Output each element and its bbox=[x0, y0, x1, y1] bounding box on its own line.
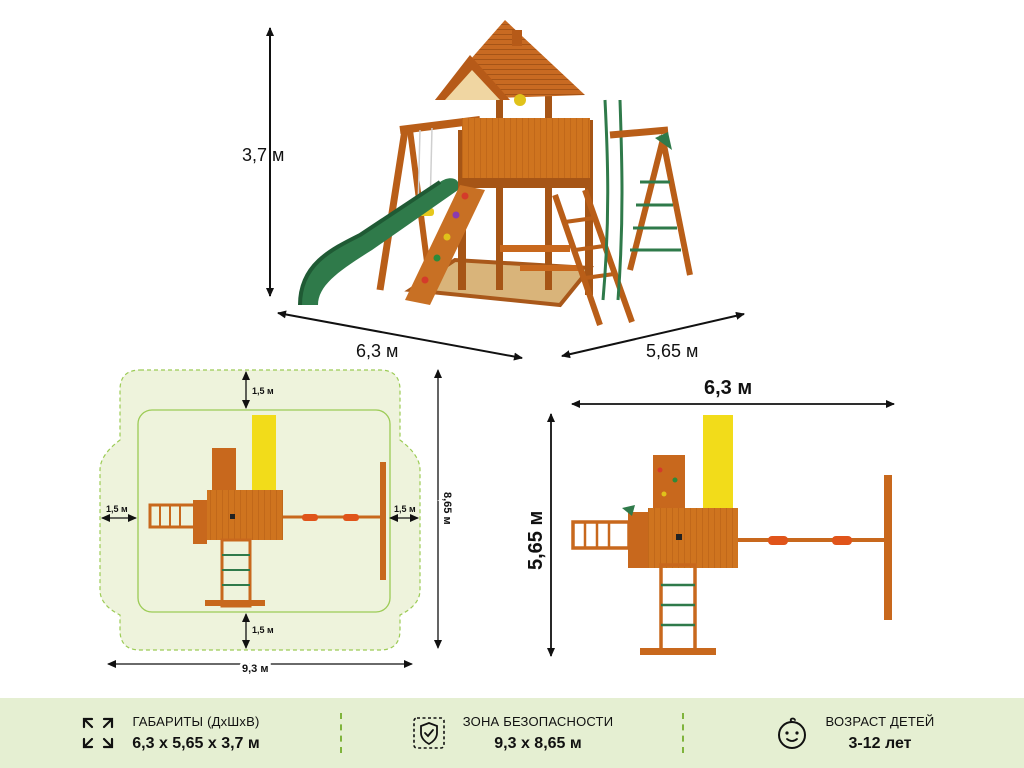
width-dimension-line bbox=[561, 311, 745, 359]
perspective-view: 3,7 м 6,3 м 5,65 м bbox=[242, 20, 745, 361]
safety-zone-plan: 1,5 м 1,5 м 1,5 м 1,5 м 9,3 м 8,65 м bbox=[99, 369, 456, 678]
info-bar: ГАБАРИТЫ (ДхШхВ) 6,3 x 5,65 x 3,7 м ЗОНА… bbox=[0, 698, 1024, 768]
age-value: 3-12 лет bbox=[848, 734, 912, 752]
plan-playground-large bbox=[571, 415, 892, 655]
safety-margin-right-label: 1,5 м bbox=[394, 504, 416, 514]
safety-total-width-label: 9,3 м bbox=[242, 663, 269, 675]
age-label: ВОЗРАСТ ДЕТЕЙ bbox=[825, 713, 935, 729]
safety-margin-top-label: 1,5 м bbox=[252, 386, 274, 396]
baby-face-icon bbox=[777, 717, 806, 749]
playground-3d-illustration bbox=[298, 20, 693, 326]
safety-zone-label: ЗОНА БЕЗОПАСНОСТИ bbox=[462, 713, 614, 729]
plan-playground-small bbox=[148, 415, 386, 608]
top-plan-width-label: 6,3 м bbox=[704, 377, 752, 399]
safety-margin-bottom-label: 1,5 м bbox=[252, 625, 274, 635]
info-divider bbox=[340, 713, 342, 753]
safety-zone-info: ЗОНА БЕЗОПАСНОСТИ 9,3 x 8,65 м bbox=[342, 698, 682, 768]
safety-total-depth-label: 8,65 м bbox=[441, 492, 453, 525]
height-dimension-label: 3,7 м bbox=[242, 145, 284, 165]
safety-zone-value: 9,3 x 8,65 м bbox=[494, 734, 582, 752]
safety-margin-left-label: 1,5 м bbox=[106, 504, 128, 514]
dimensions-info: ГАБАРИТЫ (ДхШхВ) 6,3 x 5,65 x 3,7 м bbox=[0, 698, 340, 768]
length-dimension-label: 6,3 м bbox=[356, 341, 398, 361]
shield-zone-icon bbox=[412, 717, 445, 749]
top-plan-depth-label: 5,65 м bbox=[525, 511, 547, 570]
dimensions-label: ГАБАРИТЫ (ДхШхВ) bbox=[132, 713, 260, 729]
expand-arrows-icon bbox=[83, 717, 114, 749]
top-plan: 6,3 м 5,65 м bbox=[525, 377, 895, 657]
dimensions-value: 6,3 x 5,65 x 3,7 м bbox=[132, 734, 260, 752]
length-dimension-line bbox=[277, 310, 523, 361]
playground-diagram: 3,7 м 6,3 м 5,65 м bbox=[99, 20, 895, 678]
age-info: ВОЗРАСТ ДЕТЕЙ 3-12 лет bbox=[684, 698, 1024, 768]
width-dimension-label: 5,65 м bbox=[646, 341, 698, 361]
info-divider bbox=[682, 713, 684, 753]
